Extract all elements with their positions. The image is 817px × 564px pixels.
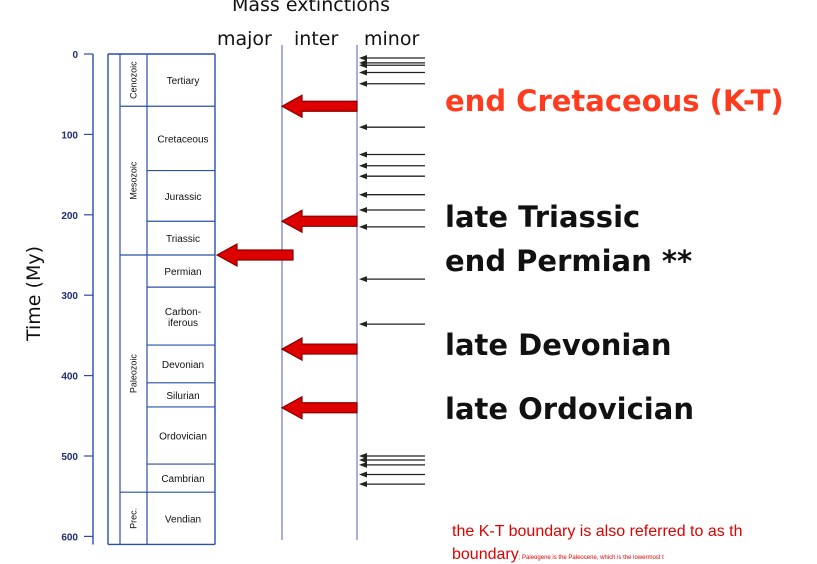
period-label: Devonian (162, 360, 204, 371)
period-label: Jurassic (165, 192, 202, 203)
extinction-event-label: end Permian ** (445, 244, 693, 278)
minor-extinction-arrowhead (359, 191, 367, 198)
period-label: Cretaceous (157, 134, 208, 145)
era-label: Cenozoic (129, 61, 139, 99)
period-label: Cambrian (161, 474, 204, 485)
minor-extinction-arrowhead (359, 453, 367, 459)
extinction-event-label: late Devonian (445, 328, 672, 362)
era-label: Prec. (129, 508, 139, 529)
minor-extinction-arrowhead (359, 481, 367, 488)
minor-extinction-arrowhead (359, 457, 367, 464)
y-tick-label: 300 (61, 291, 78, 302)
era-label: Paleozoic (129, 354, 139, 394)
minor-extinction-arrowhead (359, 55, 367, 62)
period-label: Triassic (166, 234, 200, 245)
footnote-line-1: the K-T boundary is also referred to as … (452, 523, 743, 540)
major-extinction-arrow (280, 209, 358, 234)
period-label: Permian (164, 267, 201, 278)
minor-extinction-arrowhead (359, 223, 367, 230)
column-label-minor: minor (364, 28, 420, 50)
period-label: Vendian (165, 514, 201, 525)
era-label: Mesozoic (129, 161, 139, 200)
minor-extinction-arrowhead (359, 206, 367, 213)
y-tick-label: 400 (61, 372, 78, 383)
minor-extinction-arrowhead (359, 151, 367, 158)
period-label: Tertiary (167, 76, 200, 87)
y-tick-label: 500 (61, 452, 78, 463)
minor-extinction-arrowhead (359, 162, 367, 169)
extinction-event-label: late Triassic (445, 200, 641, 234)
major-extinction-arrow (215, 242, 294, 268)
minor-extinction-arrowhead (359, 276, 367, 283)
chart-title: Mass extinctions (232, 0, 390, 16)
minor-extinction-arrowhead (359, 80, 367, 87)
minor-extinction-arrowhead (359, 62, 367, 69)
minor-extinction-arrowhead (359, 124, 367, 131)
minor-extinction-arrowhead (359, 461, 367, 468)
column-label-inter: inter (294, 28, 339, 50)
period-label-continued: iferous (168, 318, 198, 329)
period-label: Silurian (166, 391, 199, 402)
major-extinction-arrow (280, 337, 358, 362)
minor-extinction-arrowhead (359, 321, 367, 328)
major-extinction-arrow (280, 94, 358, 119)
minor-extinction-arrowhead (359, 173, 367, 180)
y-tick-label: 200 (61, 211, 78, 222)
y-tick-label: 0 (72, 50, 78, 61)
extinction-event-label: late Ordovician (445, 392, 694, 426)
footnote-small-text: ; Paleogene is the Paleocene, which is t… (518, 555, 664, 561)
major-extinction-arrow (280, 395, 358, 420)
minor-extinction-arrowhead (359, 471, 367, 478)
y-tick-label: 600 (61, 532, 78, 543)
column-label-major: major (217, 28, 272, 50)
y-tick-label: 100 (61, 130, 78, 141)
period-label: Ordovician (159, 431, 207, 442)
footnote-word: boundary (452, 546, 519, 563)
minor-extinction-arrowhead (359, 69, 367, 76)
extinction-event-label: end Cretaceous (K-T) (445, 84, 784, 118)
period-label: Carbon- (165, 307, 201, 318)
footnote-line-2: boundary; Paleogene is the Paleocene, wh… (452, 546, 664, 564)
